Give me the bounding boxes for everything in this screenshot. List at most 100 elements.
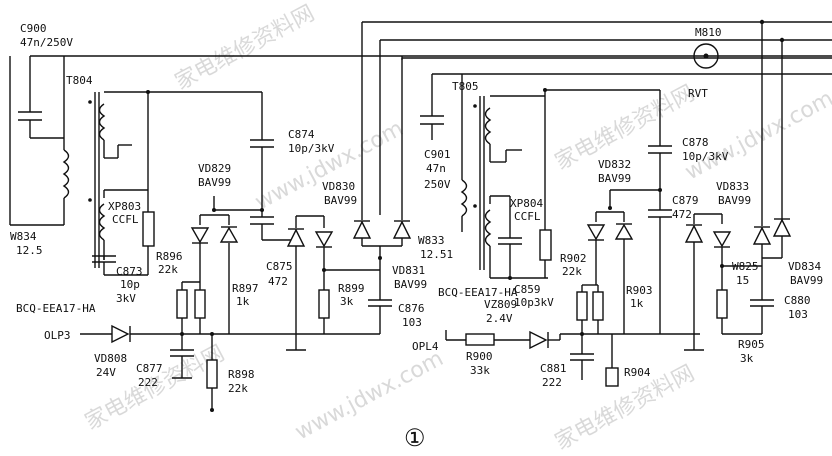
vd831-ref: VD831 [392, 264, 425, 277]
c879-ref: C879 [672, 194, 699, 207]
c881-value: 222 [542, 376, 562, 389]
c875-value: 472 [268, 275, 288, 288]
vd832-part: BAV99 [598, 172, 631, 185]
c901-rating: 250V [424, 178, 451, 191]
c876-ref: C876 [398, 302, 425, 315]
w825-value: 15 [736, 274, 749, 287]
r902-value: 22k [562, 265, 582, 278]
c901-value: 47n [426, 162, 446, 175]
capacitor-c874: C874 10p/3kV [250, 92, 335, 212]
r899-ref: R899 [338, 282, 365, 295]
opl4-input: BCQ-EEA17-HA VZ809 2.4V OPL4 R900 33k C8… [412, 286, 594, 389]
r898-ref: R898 [228, 368, 255, 381]
capacitor-c878: C878 10p/3kV [648, 90, 729, 192]
vd831-part: BAV99 [394, 278, 427, 291]
vd829-part: BAV99 [198, 176, 231, 189]
w833-ref: W833 [418, 234, 445, 247]
r905-value: 3k [740, 352, 754, 365]
r905-ref: R905 [738, 338, 765, 351]
r900-value: 33k [470, 364, 490, 377]
c874-ref: C874 [288, 128, 315, 141]
r899-value: 3k [340, 295, 354, 308]
r904-ref: R904 [624, 366, 651, 379]
t805-ref: T805 [452, 80, 479, 93]
c879-value: 472 [672, 208, 692, 221]
vd830-part: BAV99 [324, 194, 357, 207]
c875-vd830: C875 472 VD830 BAV99 R899 3k [250, 180, 380, 351]
capacitor-c900 [18, 56, 64, 139]
c901-ref: C901 [424, 148, 451, 161]
c873-value: 10p [120, 278, 140, 291]
capacitor-c901: C901 47n 250V [420, 74, 451, 191]
olp3-label: OLP3 [44, 329, 71, 342]
xp804-ccfl: XP804 CCFL C859 10p3kV [498, 196, 554, 309]
vd833-part: BAV99 [718, 194, 751, 207]
vd829-ref: VD829 [198, 162, 231, 175]
r902-ref: R902 [560, 252, 587, 265]
xp803-ccfl: XP803 CCFL [108, 190, 155, 275]
xp803-ref: XP803 [108, 200, 141, 213]
w833-value: 12.51 [420, 248, 453, 261]
t804-ref: T804 [66, 74, 93, 87]
c881-ref: C881 [540, 362, 567, 375]
figure-number: ① [404, 424, 426, 452]
w834-ref: W834 [10, 230, 37, 243]
c873-ref: C873 [116, 265, 143, 278]
c877-value: 222 [138, 376, 158, 389]
c874-value: 10p/3kV [288, 142, 335, 155]
r896-value: 22k [158, 263, 178, 276]
diode-vd831: VD831 BAV99 C876 103 [352, 215, 427, 334]
diode-vd832: VD832 BAV99 [586, 158, 660, 334]
top-bus [30, 19, 832, 220]
m810-terminal: M810 RVT [688, 26, 722, 100]
r903-value: 1k [630, 297, 644, 310]
c877-ref: C877 [136, 362, 163, 375]
c900-value: 47n/250V [20, 36, 73, 49]
vd834-ref: VD834 [788, 260, 821, 273]
xp804-type: CCFL [514, 210, 541, 223]
capacitor-c873: C873 10p 3kV [92, 255, 148, 305]
opl4-label: OPL4 [412, 340, 439, 353]
vd808-value: 24V [96, 366, 116, 379]
vz809-value: 2.4V [486, 312, 513, 325]
bcq-left-label: BCQ-EEA17-HA [16, 302, 96, 315]
watermark-text: 家电维修资料网 [171, 1, 319, 95]
w834-value: 12.5 [16, 244, 43, 257]
resistors-left: R896 22k R897 1k R898 22k [156, 250, 300, 412]
w825-ref: W825 [732, 260, 759, 273]
c859-value: 10p3kV [514, 296, 554, 309]
r897-value: 1k [236, 295, 250, 308]
r897-ref: R897 [232, 282, 259, 295]
coil-w834: W834 12.5 [9, 56, 70, 257]
c878-ref: C878 [682, 136, 709, 149]
r898-value: 22k [228, 382, 248, 395]
transformer-t804: T804 [66, 74, 262, 268]
c873-rating: 3kV [116, 292, 136, 305]
resistors-right: R902 22k R903 1k R904 [560, 252, 700, 387]
vd834-part: BAV99 [790, 274, 823, 287]
c876-value: 103 [402, 316, 422, 329]
vd832-ref: VD832 [598, 158, 631, 171]
c879-vd833: C879 472 VD833 BAV99 R905 3k [648, 180, 765, 365]
m810-label: M810 [695, 26, 722, 39]
c900-ref: C900 [20, 22, 47, 35]
vd833-ref: VD833 [716, 180, 749, 193]
bcq-right-label: BCQ-EEA17-HA [438, 286, 518, 299]
c859-ref: C859 [514, 283, 541, 296]
c878-value: 10p/3kV [682, 150, 729, 163]
c875-ref: C875 [266, 260, 293, 273]
transformer-t805: T805 [452, 80, 660, 279]
r896-ref: R896 [156, 250, 183, 263]
diode-vd834: W825 15 VD834 BAV99 C880 103 [720, 218, 823, 335]
vd830-ref: VD830 [322, 180, 355, 193]
r900-ref: R900 [466, 350, 493, 363]
vd808-ref: VD808 [94, 352, 127, 365]
c880-ref: C880 [784, 294, 811, 307]
rvt-label: RVT [688, 87, 708, 100]
c880-value: 103 [788, 308, 808, 321]
olp3-input: BCQ-EEA17-HA OLP3 VD808 24V C877 222 [16, 302, 194, 389]
xp803-type: CCFL [112, 213, 139, 226]
r903-ref: R903 [626, 284, 653, 297]
xp804-ref: XP804 [510, 197, 543, 210]
